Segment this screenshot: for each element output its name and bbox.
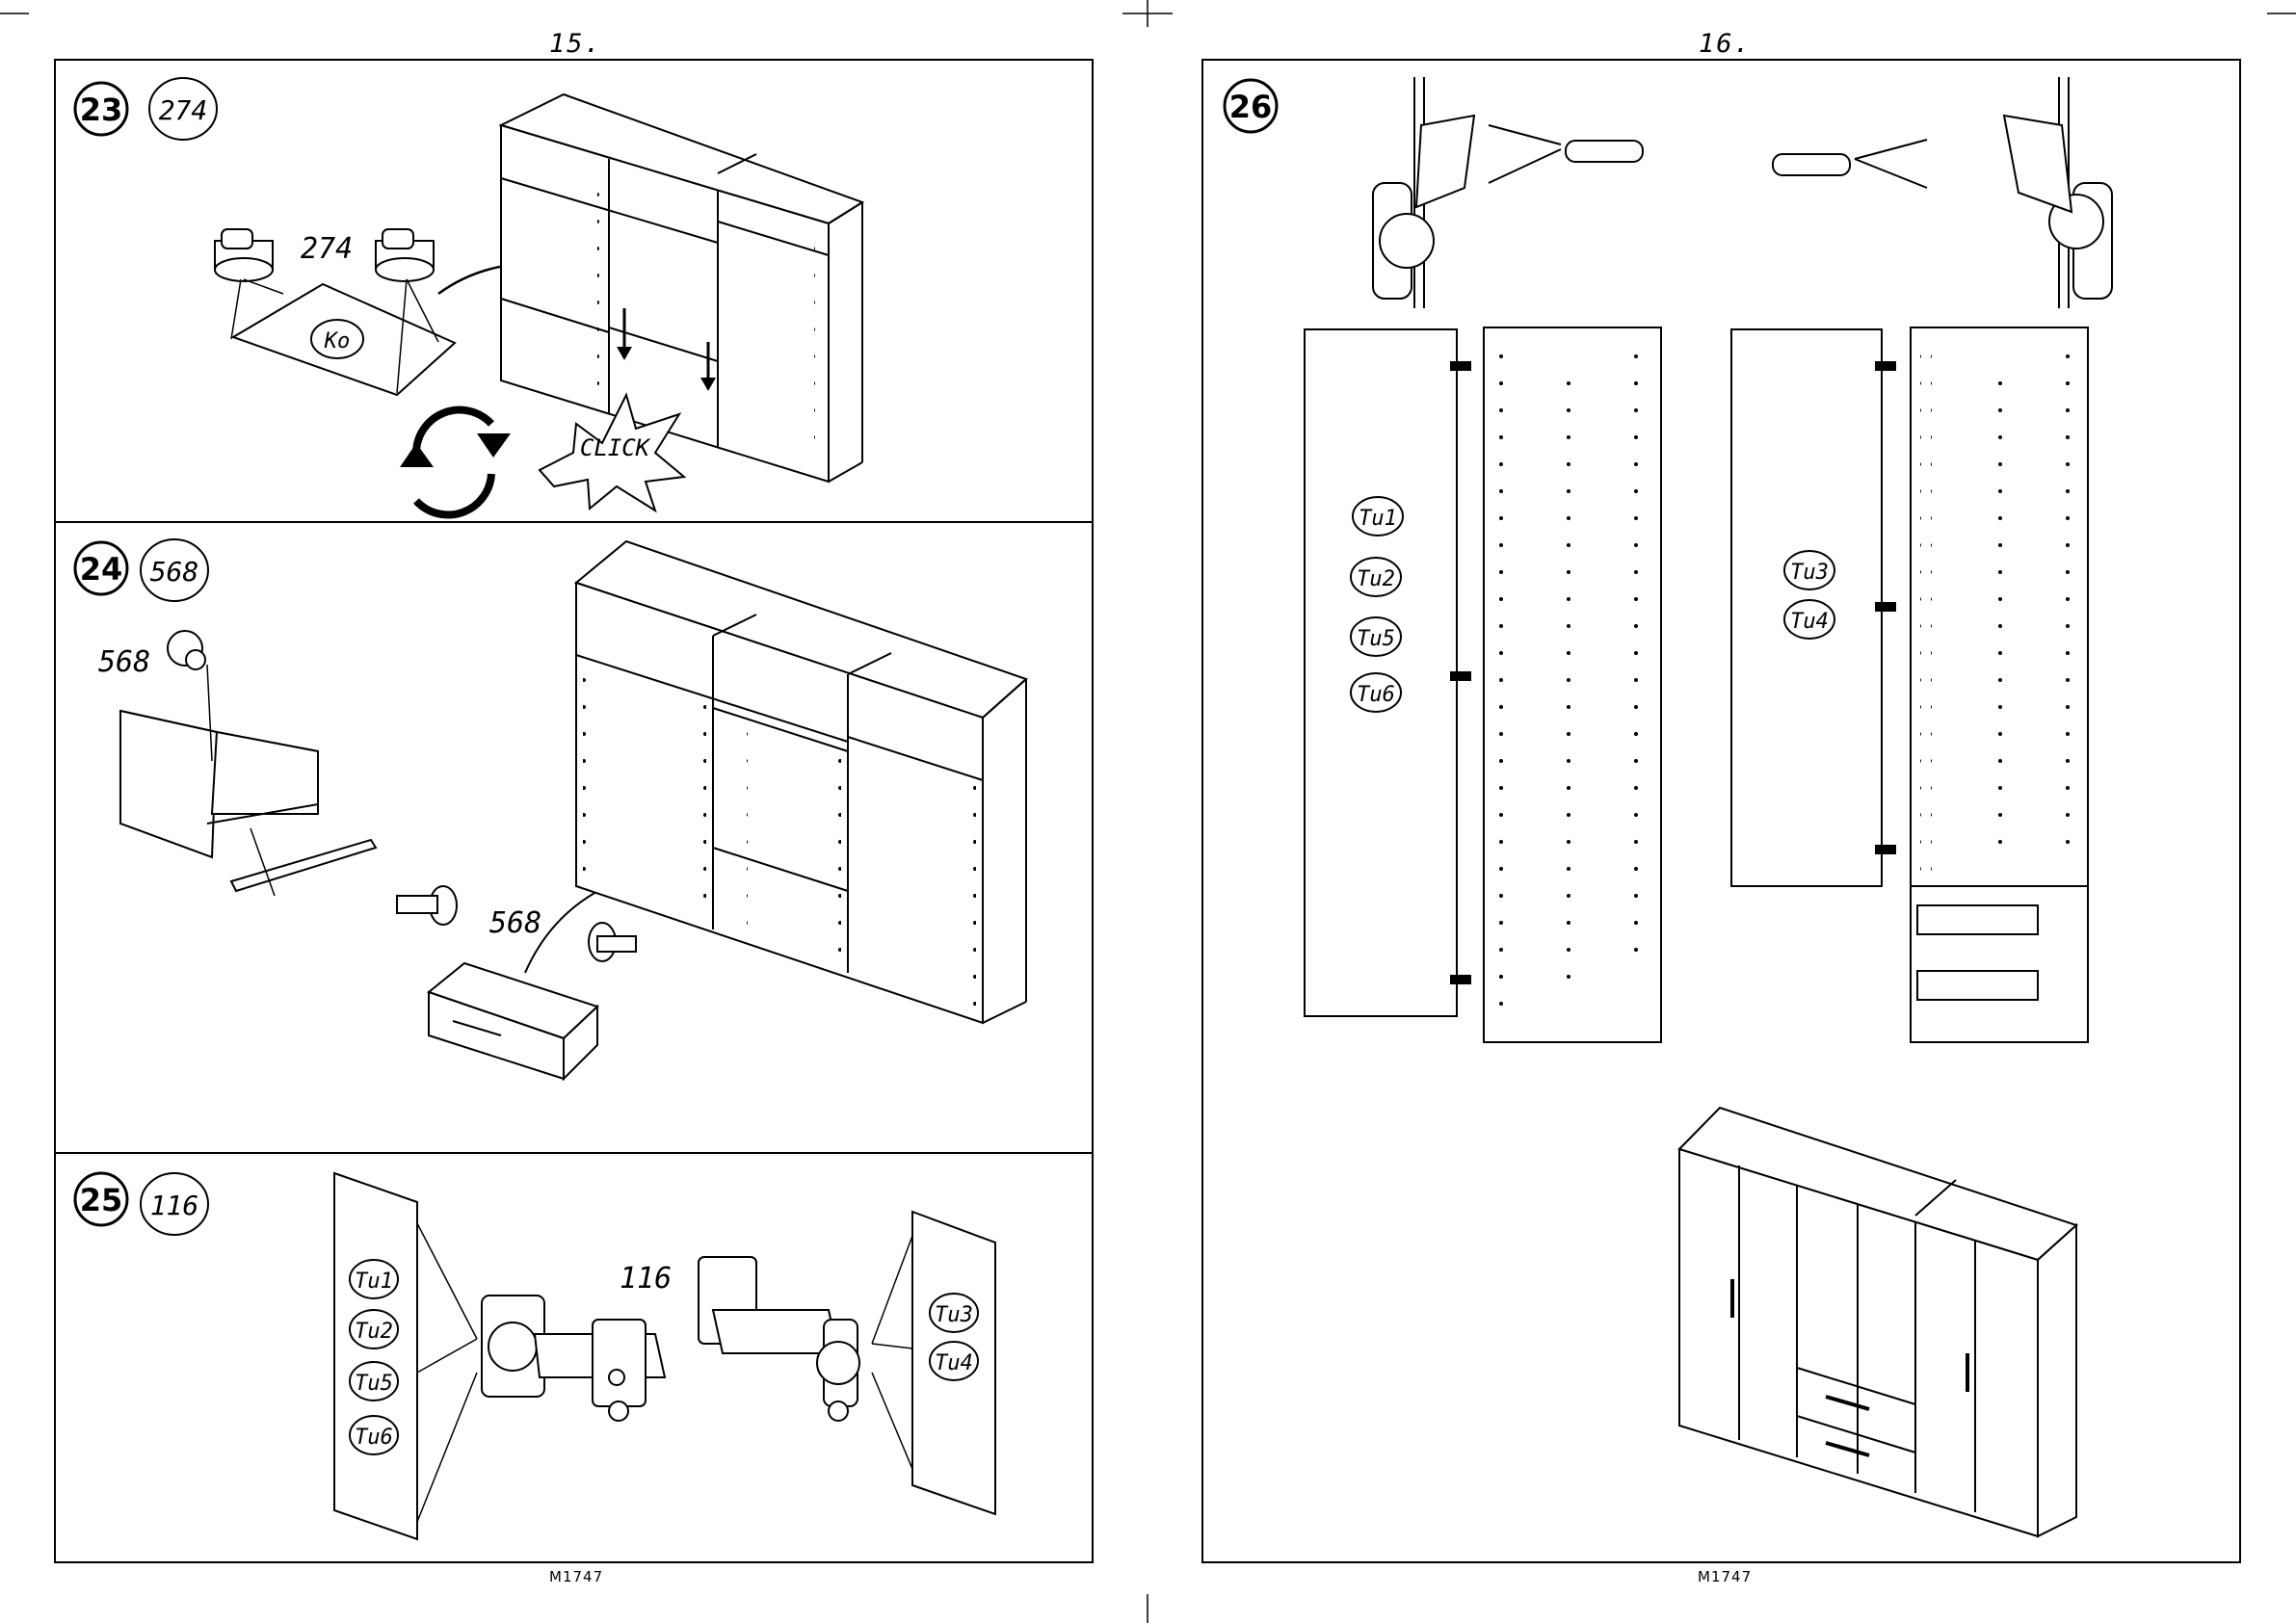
door-label: Tu3 <box>935 1303 973 1327</box>
door-panel-left <box>334 1173 417 1539</box>
drawer-box <box>429 963 597 1079</box>
step-25: 25 116 Tu1 Tu2 Tu5 Tu6 116 <box>75 1173 995 1539</box>
screwdriver-icon <box>1489 125 1643 183</box>
hinge-adjust-closeup-right <box>2004 77 2112 308</box>
wardrobe-carcass-2 <box>576 541 1026 1023</box>
door-label: Tu1 <box>1359 507 1397 531</box>
hinge-icon <box>482 1296 665 1421</box>
door-front-right <box>1731 329 1882 886</box>
hinge-icon-2 <box>699 1257 859 1421</box>
door-label: Tu6 <box>355 1426 393 1450</box>
step-23-part-number: 274 <box>159 94 208 126</box>
drawer-side-closeup <box>120 711 376 891</box>
step-23: 23 274 274 Ko <box>75 78 862 514</box>
completed-wardrobe <box>1679 1108 2076 1536</box>
step-23-callout: 274 <box>301 232 353 266</box>
step-26: 26 <box>1225 77 2112 1536</box>
door-label: Tu4 <box>1790 610 1829 634</box>
door-label: Tu6 <box>1357 683 1395 707</box>
step-23-number: 23 <box>80 92 123 128</box>
step-26-number: 26 <box>1229 89 1273 125</box>
step-24-callout-a: 568 <box>98 645 150 679</box>
step-24-callout-b: 568 <box>489 906 541 940</box>
screwdriver-icon-2 <box>1773 140 1927 188</box>
hinge-adjust-closeup-left <box>1373 77 1474 308</box>
door-label: Tu3 <box>1790 561 1829 585</box>
click-label: CLICK <box>580 434 651 461</box>
door-label: Tu1 <box>355 1270 393 1294</box>
wardrobe-carcass <box>501 94 862 482</box>
step-25-callout: 116 <box>620 1262 672 1296</box>
door-label: Tu4 <box>935 1351 973 1375</box>
step-24: 24 568 568 568 <box>75 539 1026 1079</box>
step-24-number: 24 <box>80 551 123 588</box>
step-25-part-number: 116 <box>150 1190 199 1221</box>
door-label: Tu5 <box>1357 627 1395 651</box>
step-25-number: 25 <box>80 1182 123 1218</box>
door-label: Tu2 <box>355 1320 393 1344</box>
door-label: Tu5 <box>355 1372 393 1396</box>
door-label: Tu2 <box>1357 567 1395 591</box>
panel-label: Ko <box>324 329 351 353</box>
step-24-part-number: 568 <box>150 556 199 588</box>
